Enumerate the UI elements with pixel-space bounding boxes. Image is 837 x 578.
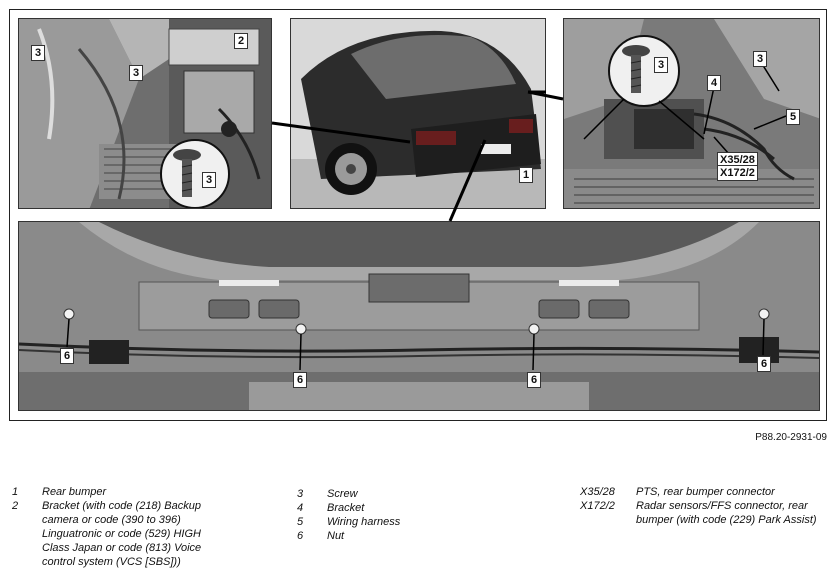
- legend-number: 4: [297, 502, 304, 514]
- photo-bumper-inner-graphic: [19, 222, 819, 410]
- photo-trunk-left-graphic: [19, 19, 271, 208]
- photo-car-rear: 1: [290, 18, 546, 209]
- legend-item-2: 2 Bracket (with code (218) Backup camera…: [12, 499, 222, 569]
- legend-text: PTS, rear bumper connector: [636, 486, 775, 498]
- legend-number: 2: [12, 500, 19, 512]
- legend-item-x35: X35/28 PTS, rear bumper connector: [580, 485, 836, 499]
- legend-number: 6: [297, 530, 304, 542]
- legend-text: Screw: [327, 488, 358, 500]
- legend-column-3: X35/28 PTS, rear bumper connector X172/2…: [580, 485, 836, 527]
- figure-code: P88.20-2931-09: [755, 432, 827, 443]
- legend-text: Radar sensors/FFS connector, rear bumper…: [636, 500, 817, 526]
- callout-1: 1: [519, 167, 534, 183]
- callout-6-b: 6: [293, 372, 308, 388]
- legend-number: 3: [297, 488, 304, 500]
- callout-3-c: 3: [202, 172, 217, 188]
- legend-item-1: 1 Rear bumper: [12, 485, 222, 499]
- legend-item-4: 4 Bracket: [297, 501, 507, 515]
- legend-item-3: 3 Screw: [297, 487, 507, 501]
- legend-text: Bracket (with code (218) Backup camera o…: [42, 500, 202, 568]
- legend-text: Wiring harness: [327, 516, 401, 528]
- callout-6-c: 6: [527, 372, 542, 388]
- callout-2: 2: [234, 33, 249, 49]
- legend-column-2: 3 Screw 4 Bracket 5 Wiring harness 6 Nut: [297, 487, 507, 543]
- callout-3-d: 3: [654, 57, 669, 73]
- callout-3-b: 3: [129, 65, 144, 81]
- callout-5: 5: [786, 109, 801, 125]
- photo-car-rear-graphic: [291, 19, 545, 208]
- photo-bumper-inner: 6 6 6 6: [18, 221, 820, 411]
- legend-column-1: 1 Rear bumper 2 Bracket (with code (218)…: [12, 485, 222, 569]
- legend-text: Bracket: [327, 502, 365, 514]
- callout-4: 4: [707, 75, 722, 91]
- photo-trunk-right-graphic: [564, 19, 819, 208]
- legend-number: 5: [297, 516, 304, 528]
- legend-text: Rear bumper: [42, 486, 107, 498]
- callout-6-a: 6: [60, 348, 75, 364]
- legend-item-5: 5 Wiring harness: [297, 515, 507, 529]
- legend-number: X172/2: [580, 500, 615, 512]
- legend-item-x172: X172/2 Radar sensors/FFS connector, rear…: [580, 499, 836, 527]
- photo-trunk-right-connectors: 3 4 3 5 X35/28 X172/2: [563, 18, 820, 209]
- legend-text: Nut: [327, 530, 345, 542]
- legend-number: 1: [12, 486, 19, 498]
- callout-6-d: 6: [757, 356, 772, 372]
- legend-number: X35/28: [580, 486, 615, 498]
- callout-3-e: 3: [753, 51, 768, 67]
- legend-item-6: 6 Nut: [297, 529, 507, 543]
- connector-x172-label: X172/2: [717, 165, 758, 181]
- photo-trunk-left-bracket: 3 3 2 3: [18, 18, 272, 209]
- callout-3-a: 3: [31, 45, 46, 61]
